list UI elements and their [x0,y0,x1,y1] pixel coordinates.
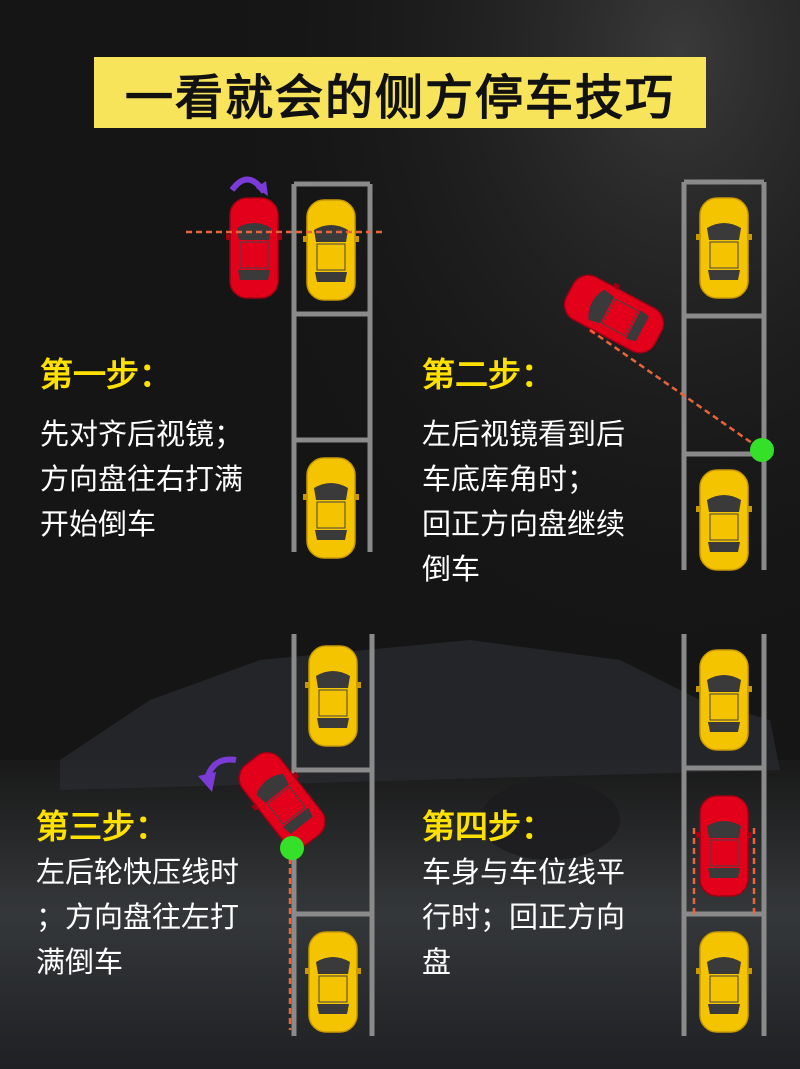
title-banner: 一看就会的侧方停车技巧 [94,57,706,128]
parked-car [695,649,753,751]
step-2-line: 回正方向盘继续 [422,507,626,541]
step-1-line: 方向盘往右打满 [40,462,244,496]
step-2-line: 左后视镜看到后 [422,417,626,451]
diagram-step-1 [186,176,382,559]
red-car [225,197,283,299]
page-title: 一看就会的侧方停车技巧 [124,69,675,126]
parked-car [695,197,753,299]
wheel-marker [280,836,304,860]
step-4-line: 车身与车位线平 [422,855,626,889]
parked-car [695,931,753,1033]
step-3-heading: 第三步： [36,807,168,846]
red-car [228,742,336,858]
step-1-line: 先对齐后视镜； [40,417,244,451]
step-4-heading: 第四步： [422,807,554,846]
diagram-step-2 [555,179,774,571]
step-4-line: 盘 [422,945,452,979]
step-1-heading: 第一步： [40,355,172,394]
step-2-line: 车底库角时； [422,462,597,496]
diagram-step-3 [198,634,375,1036]
step-4-text: 车身与车位线平 行时；回正方向 盘 [422,850,625,985]
parked-car [695,469,753,571]
parked-car [304,931,362,1033]
step-2-heading: 第二步： [422,355,554,394]
parked-car [304,645,362,747]
step-3-line: 满倒车 [36,945,124,979]
step-2-line: 倒车 [422,552,481,586]
step-2-text: 左后视镜看到后 车底库角时； 回正方向盘继续 倒车 [422,412,625,592]
step-4-line: 行时；回正方向 [422,900,626,934]
step-1-text: 先对齐后视镜； 方向盘往右打满 开始倒车 [40,412,243,547]
red-car [695,795,753,897]
step-3-text: 左后轮快压线时 ；方向盘往左打 满倒车 [36,850,239,985]
diagram-step-4 [681,634,767,1036]
parked-car [302,457,360,559]
step-3-line: ；方向盘往左打 [36,900,240,934]
parked-car [302,199,360,301]
step-3-line: 左后轮快压线时 [36,855,240,889]
corner-marker [750,438,774,462]
step-1-line: 开始倒车 [40,507,157,541]
red-car [555,265,673,363]
